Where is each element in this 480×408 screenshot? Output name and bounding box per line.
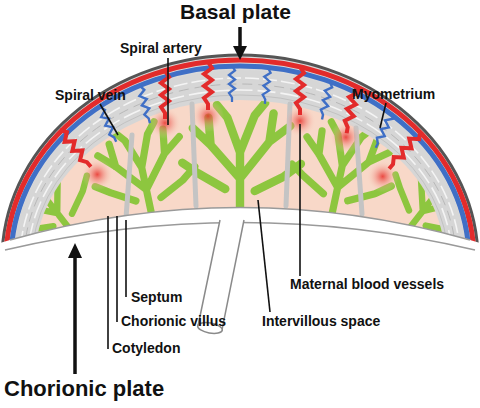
artery-line <box>204 62 212 110</box>
leader-line <box>299 124 301 276</box>
arrow-head <box>68 243 82 258</box>
arrow-shaft <box>73 256 77 374</box>
label-text: Basal plate <box>180 0 291 24</box>
leader-line <box>125 220 127 297</box>
spiral-vein <box>373 112 395 150</box>
leader-line <box>258 200 270 312</box>
spiral-vein <box>97 106 119 144</box>
label-text: Chorionic villus <box>121 313 226 329</box>
spiral-artery <box>192 62 224 132</box>
chorionic-plate <box>0 208 480 408</box>
spiral-artery <box>360 122 432 199</box>
label-text: Maternal blood vessels <box>290 276 444 292</box>
spiral-vein <box>262 68 271 104</box>
arrow-head <box>233 46 247 60</box>
label-text: Septum <box>131 289 182 305</box>
label-text: Spiral vein <box>55 87 126 103</box>
leader-line <box>116 216 118 322</box>
leader-line <box>167 58 169 125</box>
label-text: Cotyledon <box>112 340 180 356</box>
spiral-artery <box>48 120 120 197</box>
label-text: Spiral artery <box>120 40 202 56</box>
artery-line <box>386 129 423 171</box>
label-text: Intervillous space <box>262 313 380 329</box>
arteries-group <box>48 62 433 199</box>
blood-jet <box>360 154 405 199</box>
spiral-artery <box>149 71 181 139</box>
leader-line <box>380 103 386 128</box>
septum-wall <box>126 135 132 218</box>
spiral-vein <box>319 81 333 120</box>
leader-lines <box>100 58 386 349</box>
label-text: Chorionic plate <box>4 376 164 401</box>
septa-group <box>126 104 362 218</box>
arrow-shaft <box>238 27 242 48</box>
artery-line <box>296 67 304 115</box>
leader-line <box>100 104 118 135</box>
artery-line <box>57 127 94 169</box>
label-text: Myometrium <box>352 86 435 102</box>
leader-line <box>107 216 109 349</box>
spiral-vein <box>229 66 235 102</box>
